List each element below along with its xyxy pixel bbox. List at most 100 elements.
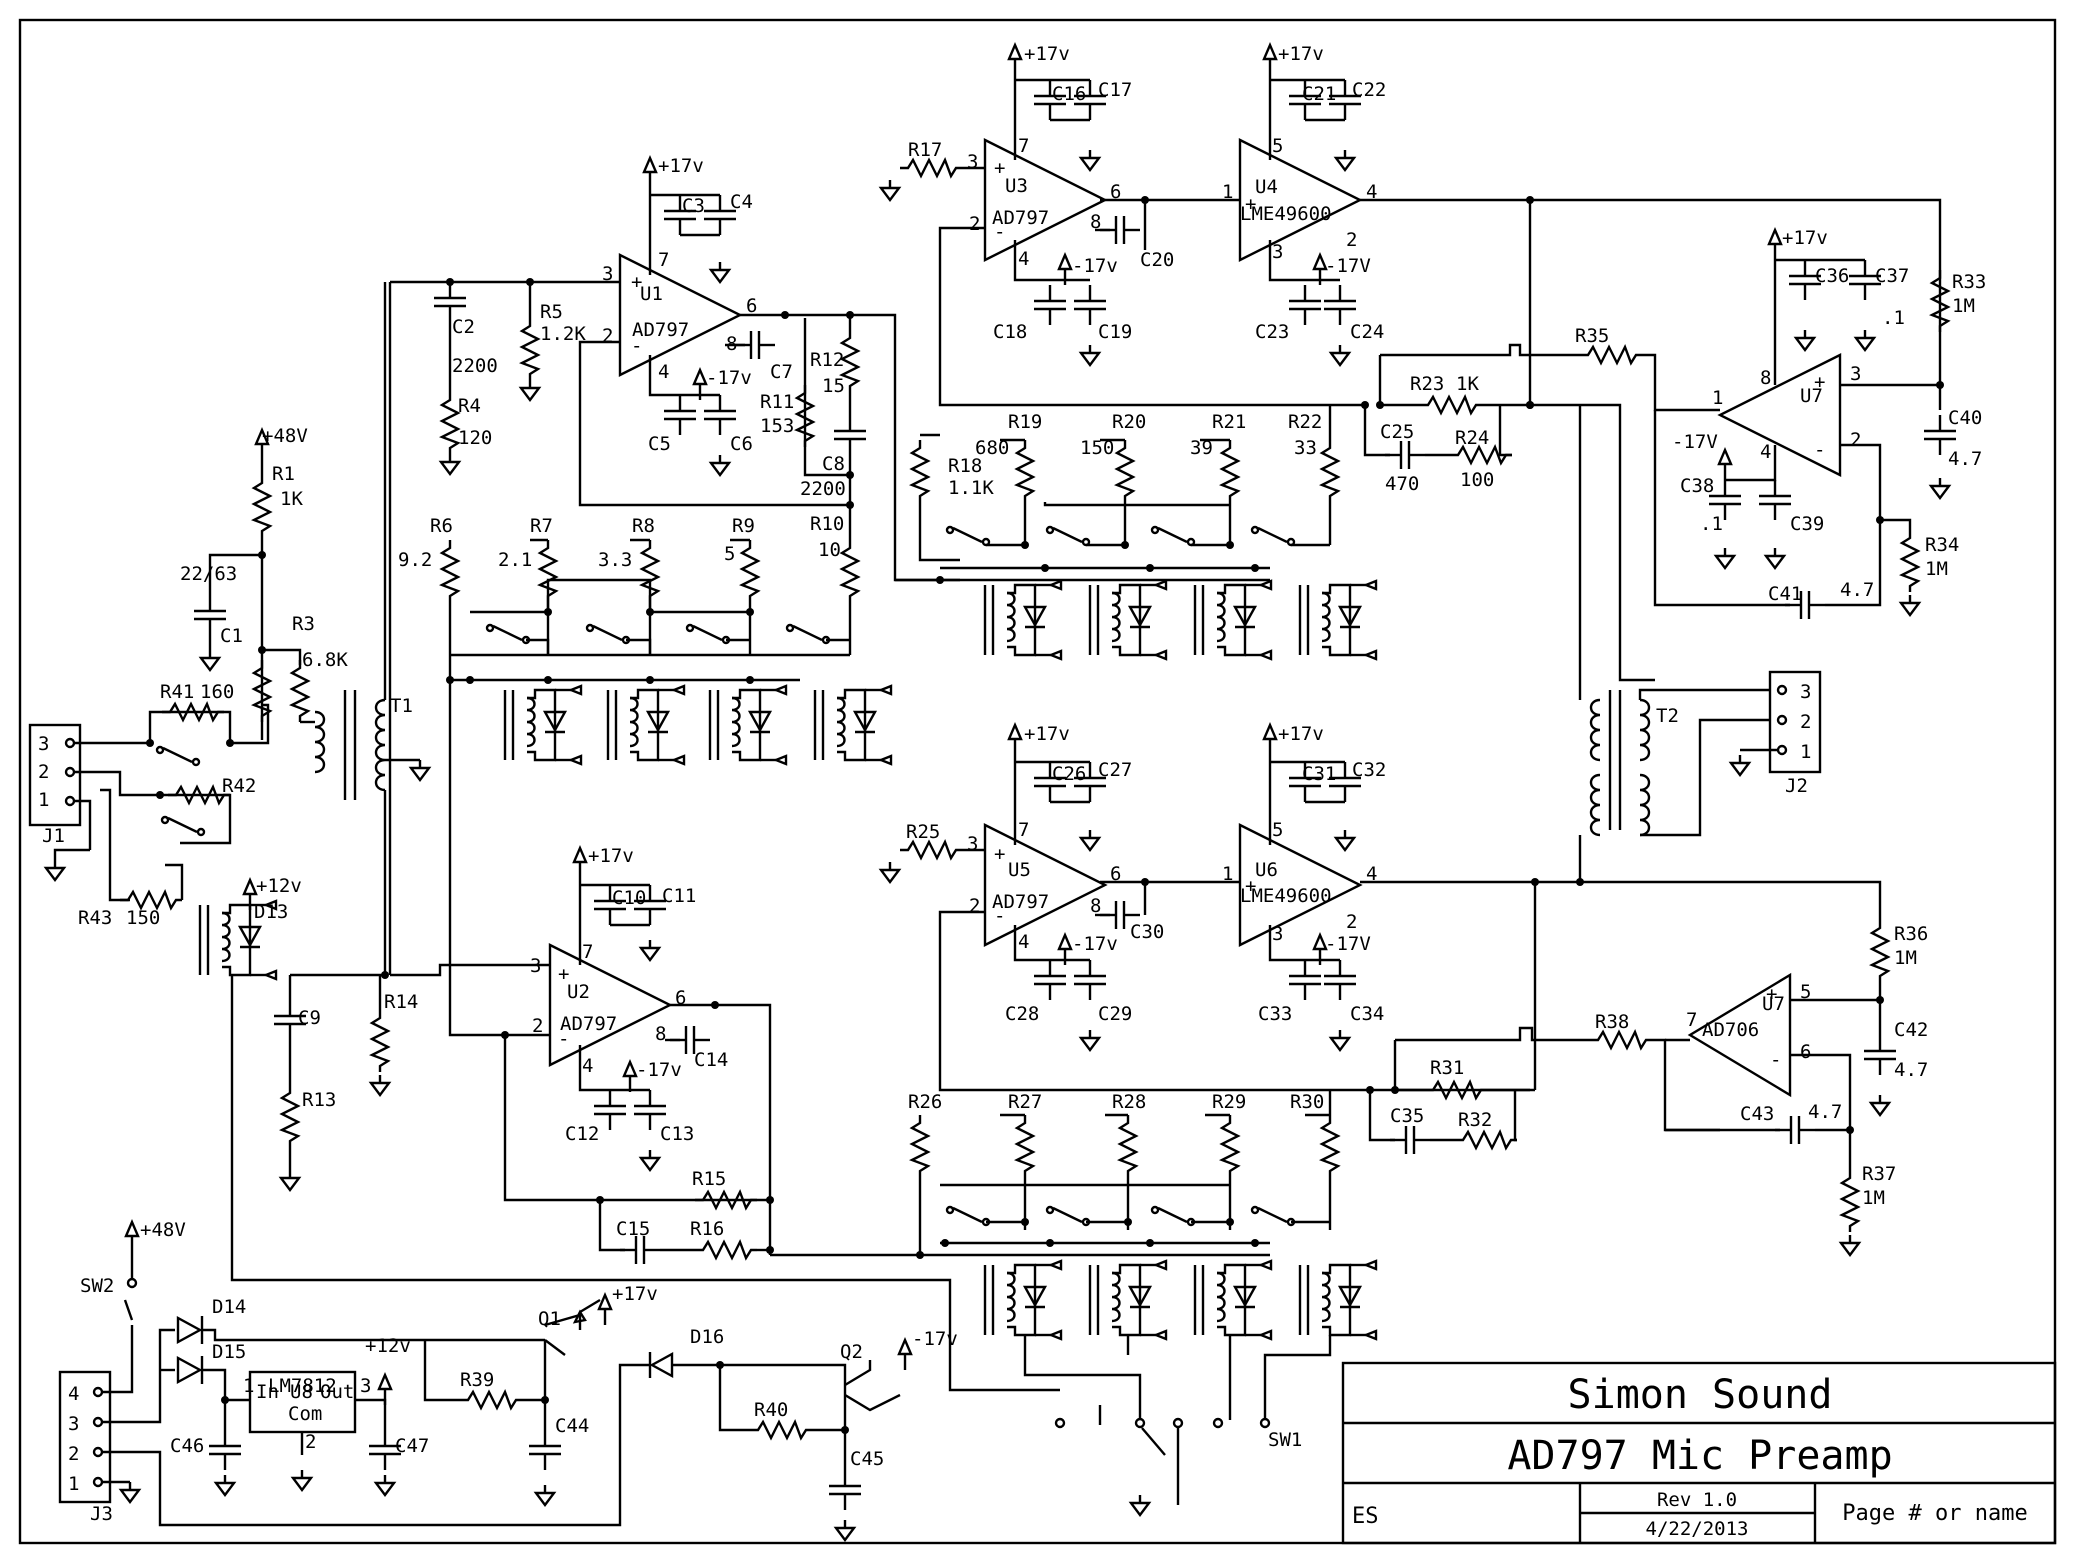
svg-text:1: 1 [1800,741,1811,763]
svg-text:6: 6 [1800,1041,1811,1063]
r20-label: R20 [1112,411,1146,433]
svg-text:2: 2 [1346,229,1357,251]
revision: Rev 1.0 [1657,1489,1737,1511]
c4-label: C4 [730,191,753,213]
svg-text:3: 3 [360,1375,371,1397]
r40-label: R40 [754,1399,788,1421]
r9v-label: 5 [724,543,735,565]
n17b-label: -17v [636,1059,682,1081]
p17-label: +17v [612,1283,658,1305]
svg-text:4: 4 [582,1055,593,1077]
d13-label: D13 [254,901,288,923]
drawing-title: AD797 Mic Preamp [1507,1433,1892,1479]
part-label: LME49600 [1240,885,1332,907]
gain-ladder-2: R18 1.1K R19 680 R20 150 R21 39 R22 33 [895,405,1378,661]
date: 4/22/2013 [1646,1518,1749,1540]
n17-label: -17V [1325,255,1371,277]
svg-text:4: 4 [1366,863,1377,885]
svg-text:1: 1 [38,789,49,811]
n17-label: -17V [1672,431,1718,453]
ref-label: U8 [290,1381,313,1403]
svg-text:+: + [1245,875,1256,897]
svg-text:-: - [994,221,1005,243]
c40v-label: 4.7 [1948,448,1982,470]
r8v-label: 3.3 [598,549,632,571]
c44-label: C44 [555,1415,589,1437]
r42-label: R42 [222,775,256,797]
r25-label: R25 [906,821,940,843]
q2-label: Q2 [840,1341,863,1363]
svg-text:2: 2 [305,1431,316,1453]
svg-text:7: 7 [1018,135,1029,157]
svg-text:4: 4 [1018,931,1029,953]
r22v-label: 33 [1294,437,1317,459]
r23v-label: 1K [1456,373,1479,395]
c22-label: C22 [1352,79,1386,101]
c9-label: C9 [298,1007,321,1029]
r12-label: R12 [810,349,844,371]
part-label: LME49600 [1240,203,1332,225]
d14-label: D14 [212,1296,246,1318]
c12-label: C12 [565,1123,599,1145]
svg-text:5: 5 [1272,819,1283,841]
r33-label: R33 [1952,271,1986,293]
r21v-label: 39 [1190,437,1213,459]
ref-label: U3 [1005,175,1028,197]
c2v-label: 2200 [452,355,498,377]
svg-text:+: + [994,157,1005,179]
c21-label: C21 [1302,83,1336,105]
c39-label: C39 [1790,513,1824,535]
c7-label: C7 [770,361,793,383]
part-label: AD797 [560,1013,617,1035]
c41-label: C41 [1768,583,1802,605]
d15-label: D15 [212,1341,246,1363]
svg-text:2: 2 [532,1015,543,1037]
gain-ladder-3: R26 R27 R28 R29 R30 SW1 [908,1090,1378,1517]
r10-label: R10 [810,513,844,535]
svg-text:3: 3 [967,151,978,173]
svg-text:5: 5 [1272,135,1283,157]
part-label: AD797 [632,319,689,341]
c32-label: C32 [1352,759,1386,781]
c1-label: C1 [220,625,243,647]
r13-label: R13 [302,1089,336,1111]
j2-label: J2 [1785,775,1808,797]
d13-relay: +12v D13 [198,875,1060,1392]
sw1-label: SW1 [1268,1429,1302,1451]
svg-text:2: 2 [1800,711,1811,733]
svg-text:1: 1 [68,1473,79,1495]
output-transformer: T2 321 J2 [1578,405,1822,880]
u8com-label: Com [288,1403,322,1425]
svg-text:8: 8 [1090,211,1101,233]
c19-label: C19 [1098,321,1132,343]
r41v-label: 160 [200,681,234,703]
r21-label: R21 [1212,411,1246,433]
r36-label: R36 [1894,923,1928,945]
c37v-label: .1 [1882,307,1905,329]
r26-label: R26 [908,1091,942,1113]
p12-label: +12v [365,1335,411,1357]
c38v-label: .1 [1700,513,1723,535]
c11-label: C11 [662,885,696,907]
svg-text:3: 3 [1272,923,1283,945]
c8-label: C8 [822,453,845,475]
svg-text:-: - [994,905,1005,927]
part-label: LM7812 [268,1375,337,1397]
feedback-network-lower: R31 C35 R32 R38 [1366,1011,1720,1156]
r5-label: R5 [540,301,563,323]
r5v-label: 1.2K [540,323,586,345]
r16-label: R16 [690,1218,724,1240]
r1-label: R1 [272,463,295,485]
c47-label: C47 [395,1435,429,1457]
svg-text:2: 2 [1850,429,1861,451]
stage-u7-upper: U7 +- 18 32 4 +17v C36 C37 .1 R33 1M C40… [1653,227,1986,621]
svg-text:2: 2 [38,761,49,783]
svg-text:+: + [558,963,569,985]
r34-label: R34 [1925,534,1959,556]
c3-label: C3 [682,195,705,217]
svg-text:1: 1 [1222,863,1233,885]
stage-u2: U2 AD797 +- 32 74 68 +17v C10 C11 -17v C… [272,845,920,1266]
r28-label: R28 [1112,1091,1146,1113]
r38-label: R38 [1595,1011,1629,1033]
r34v-label: 1M [1925,558,1948,580]
